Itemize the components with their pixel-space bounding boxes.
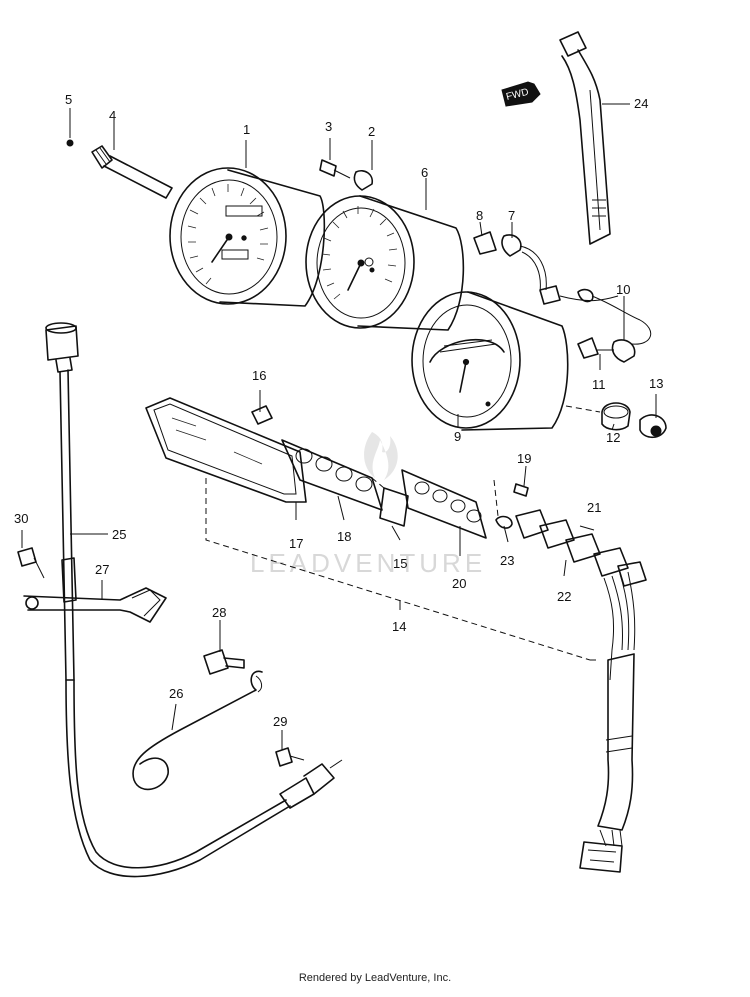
- part-1-speedometer: [169, 167, 326, 307]
- part-9-gauge: [411, 291, 569, 431]
- part-21-22-sockets: [515, 509, 647, 587]
- part-16-label-plate: [251, 405, 273, 425]
- callout-4: 4: [109, 108, 116, 123]
- watermark-text: LEADVENTURE: [250, 548, 486, 578]
- part-24-bracket: [559, 31, 611, 245]
- part-15-gasket: [379, 487, 409, 527]
- callout-8: 8: [476, 208, 483, 223]
- part-4-meter-drive: [66, 139, 173, 199]
- callout-1: 1: [243, 122, 250, 137]
- part-6-tachometer: [305, 195, 465, 331]
- part-2-3-bulb-sockets: [319, 159, 374, 191]
- leadventure-watermark: LEADVENTURE: [250, 432, 486, 578]
- callout-12: 12: [606, 430, 620, 445]
- footer-credit: Rendered by LeadVenture, Inc.: [298, 972, 452, 984]
- part-7-8-10-11-bulbs: [473, 231, 652, 363]
- assembly-dash-lines: [205, 405, 601, 661]
- callout-6: 6: [421, 165, 428, 180]
- callout-21: 21: [587, 500, 601, 515]
- callout-14: 14: [392, 619, 406, 634]
- callout-labels: 1 2 3 4 5 6 7 8 9 10 11 12 13 14 15 16 1…: [14, 92, 663, 729]
- callout-15: 15: [393, 556, 407, 571]
- callout-25: 25: [112, 527, 126, 542]
- callout-3: 3: [325, 119, 332, 134]
- part-27-bracket: [23, 587, 167, 623]
- callout-27: 27: [95, 562, 109, 577]
- leader-lines: [21, 103, 657, 750]
- callout-24: 24: [634, 96, 648, 111]
- callout-7: 7: [508, 208, 515, 223]
- callout-2: 2: [368, 124, 375, 139]
- callout-17: 17: [289, 536, 303, 551]
- part-12-13-grommets: [601, 402, 667, 439]
- callout-11: 11: [592, 377, 606, 392]
- callout-10: 10: [616, 282, 630, 297]
- part-28-bolt: [203, 649, 245, 675]
- fwd-text: FWD: [505, 87, 530, 103]
- callout-13: 13: [649, 376, 663, 391]
- wire-harness: [579, 571, 636, 873]
- part-17-indicator-panel: [145, 397, 307, 503]
- callout-26: 26: [169, 686, 183, 701]
- part-20-socket-holder: [401, 469, 487, 539]
- callout-16: 16: [252, 368, 266, 383]
- callout-18: 18: [337, 529, 351, 544]
- callout-5: 5: [65, 92, 72, 107]
- callout-9: 9: [454, 429, 461, 444]
- callout-22: 22: [557, 589, 571, 604]
- callout-19: 19: [517, 451, 531, 466]
- part-25-meter-cable: [45, 322, 343, 878]
- callout-29: 29: [273, 714, 287, 729]
- callout-28: 28: [212, 605, 226, 620]
- callout-30: 30: [14, 511, 28, 526]
- fwd-arrow-tag: FWD: [501, 81, 541, 107]
- part-18-indicator-lens: [281, 439, 383, 511]
- callout-20: 20: [452, 576, 466, 591]
- part-23-bulb: [495, 515, 513, 529]
- part-26-clip: [132, 670, 263, 791]
- part-30-bolt: [17, 547, 45, 579]
- part-29-screw: [275, 747, 305, 767]
- part-19-screw: [513, 483, 529, 497]
- callout-23: 23: [500, 553, 514, 568]
